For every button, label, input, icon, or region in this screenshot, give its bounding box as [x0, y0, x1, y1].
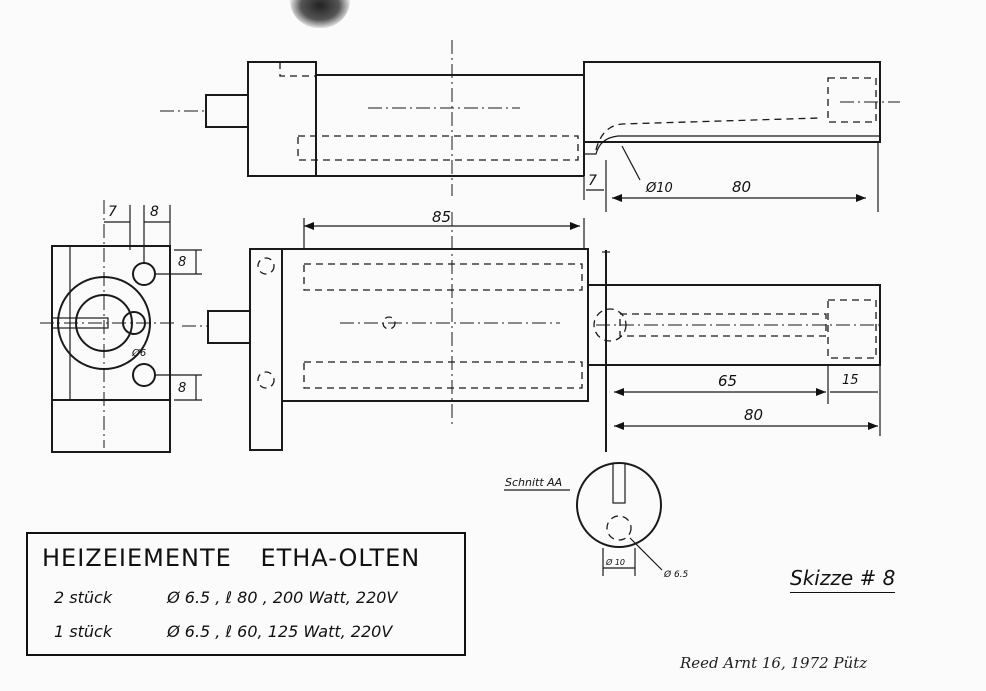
arrow-head — [816, 388, 826, 396]
top-heater-bore-hidden — [297, 135, 579, 161]
top-extension-pocket-hidden — [827, 77, 877, 123]
spec-text: Ø 6.5 , ℓ 60, 125 Watt, 220V — [167, 622, 393, 641]
front-body — [281, 248, 589, 402]
top-extension-bore-hidden — [595, 117, 821, 151]
arrow-head — [868, 422, 878, 430]
end-view-dim-label-b: 8 — [150, 204, 159, 220]
top-view: 7 Ø10 80 — [160, 40, 900, 212]
top-flange-hidden — [279, 62, 316, 77]
front-flange-screw-lower — [257, 371, 275, 389]
top-length-dim-label: 80 — [732, 178, 751, 196]
sketch-label: Skizze # 8 — [790, 566, 896, 593]
spec-text: Ø 6.5 , ℓ 80 , 200 Watt, 220V — [167, 588, 398, 607]
arrow-head — [570, 222, 580, 230]
arrow-head — [856, 194, 866, 202]
section-bore — [606, 515, 632, 541]
section-width-dim-label: Ø 10 — [605, 557, 625, 567]
section-bore-dim-label: Ø 6.5 — [663, 569, 689, 580]
end-view-dim-label-c: 8 — [178, 255, 186, 270]
signature: Reed Arnt 16, 1972 Pütz — [680, 654, 868, 672]
top-flange — [247, 61, 317, 177]
top-extension-lower-outline — [584, 135, 880, 155]
end-view-outline — [51, 245, 171, 453]
spec-qty: 1 stück — [54, 622, 113, 641]
title-block: HEIZEIEMENTE ETHA-OLTEN 2 stück Ø 6.5 , … — [26, 532, 466, 656]
title-heading-left: HEIZEIEMENTE — [42, 544, 232, 572]
front-heater-bore-upper — [303, 263, 583, 291]
section-slot — [612, 462, 626, 504]
front-seg-a-dim-label: 65 — [718, 372, 737, 390]
top-extension-block — [583, 61, 881, 143]
front-shaft — [207, 310, 251, 344]
section-label: Schnitt AA — [505, 476, 562, 489]
end-view-small-dim-label: Ø6 — [131, 347, 146, 359]
title-heading-right: ETHA-OLTEN — [260, 544, 421, 572]
top-bore-leader — [621, 145, 641, 181]
end-view-dim-label-d: 8 — [178, 381, 186, 396]
top-shaft — [205, 94, 249, 128]
front-heater-bore-lower — [303, 361, 583, 389]
section-aa: Schnitt AA Ø 10 Ø 6.5 — [504, 462, 689, 580]
section-bore-leader — [629, 537, 663, 571]
arrow-head — [304, 222, 314, 230]
front-flange — [249, 248, 283, 451]
arrow-head — [614, 388, 624, 396]
section-outer-circle — [576, 462, 662, 548]
front-flange-screw-upper — [257, 257, 275, 275]
spec-row: 2 stück Ø 6.5 , ℓ 80 , 200 Watt, 220V — [54, 588, 397, 607]
spec-qty: 2 stück — [54, 588, 113, 607]
top-gap-dim-label: 7 — [588, 173, 597, 189]
spec-row: 1 stück Ø 6.5 , ℓ 60, 125 Watt, 220V — [54, 622, 392, 641]
arrow-head — [612, 194, 622, 202]
top-bore-dim-label: Ø10 — [645, 181, 673, 196]
end-view: 7 8 8 8 Ø6 — [40, 200, 202, 453]
front-length-dim-label: 85 — [432, 208, 451, 226]
end-view-dim-label-a: 7 — [108, 204, 117, 220]
front-view: 85 65 15 80 — [182, 208, 884, 452]
arrow-head — [614, 422, 624, 430]
front-total-dim-label: 80 — [744, 406, 763, 424]
front-seg-b-dim-label: 15 — [842, 373, 859, 388]
title-heading: HEIZEIEMENTE ETHA-OLTEN — [42, 544, 440, 572]
front-extension-pocket-hidden — [827, 299, 877, 359]
end-view-lower-hole — [132, 363, 156, 387]
end-view-upper-hole — [132, 262, 156, 286]
